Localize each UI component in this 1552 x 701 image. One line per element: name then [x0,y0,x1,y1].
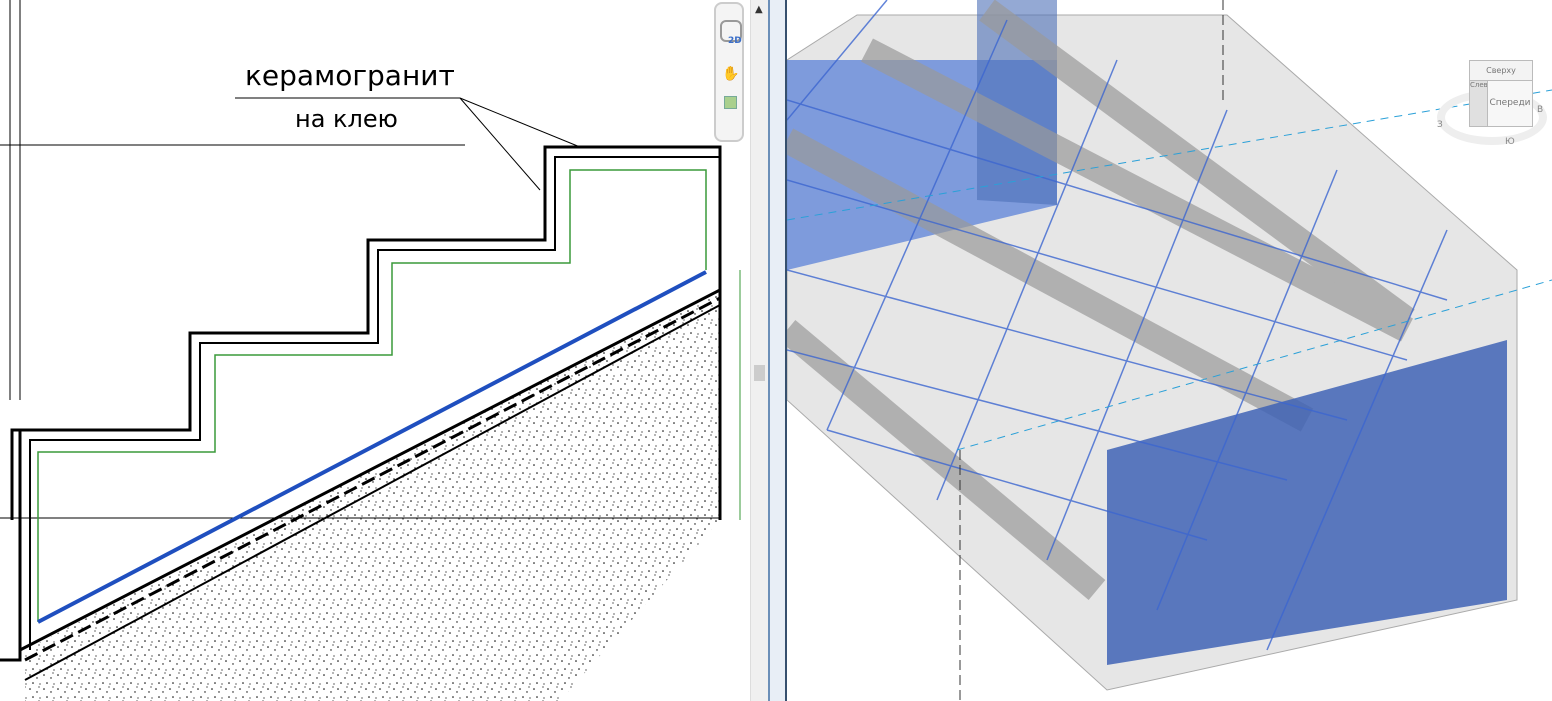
cube-left-label: Слева [1470,81,1488,89]
vertical-scrollbar[interactable]: ▲ [750,0,769,701]
3d-view[interactable]: З Ю В Сверху Слева Спереди [787,0,1552,701]
cube-front-label: Спереди [1489,98,1531,108]
view-splitter[interactable] [768,0,787,701]
cube-face-left[interactable]: Слева [1469,80,1489,127]
navigation-bar[interactable]: 2D ✋ [714,2,744,142]
wheel-2d-badge: 2D [728,36,742,46]
view-cube[interactable]: З Ю В Сверху Слева Спереди [1437,55,1552,155]
compass-south[interactable]: Ю [1505,137,1515,147]
cube-face-front[interactable]: Спереди [1487,80,1533,127]
cube-top-label: Сверху [1486,66,1516,75]
annotation-material[interactable]: керамогранит [245,59,455,92]
section-view[interactable]: керамогранит на клею 2D ✋ [0,0,750,701]
zoom-region-icon[interactable] [724,96,737,109]
stair-section-drawing: керамогранит на клею [0,0,741,701]
stair-3d-model [787,0,1552,701]
scroll-up-icon[interactable]: ▲ [755,4,763,15]
pan-icon[interactable]: ✋ [722,66,740,82]
compass-east[interactable]: В [1537,105,1544,115]
compass-west[interactable]: З [1437,120,1443,130]
cube-face-top[interactable]: Сверху [1469,60,1533,82]
scroll-thumb[interactable] [754,365,765,381]
steering-wheel-icon[interactable] [720,20,742,42]
annotation-method[interactable]: на клею [295,105,398,133]
